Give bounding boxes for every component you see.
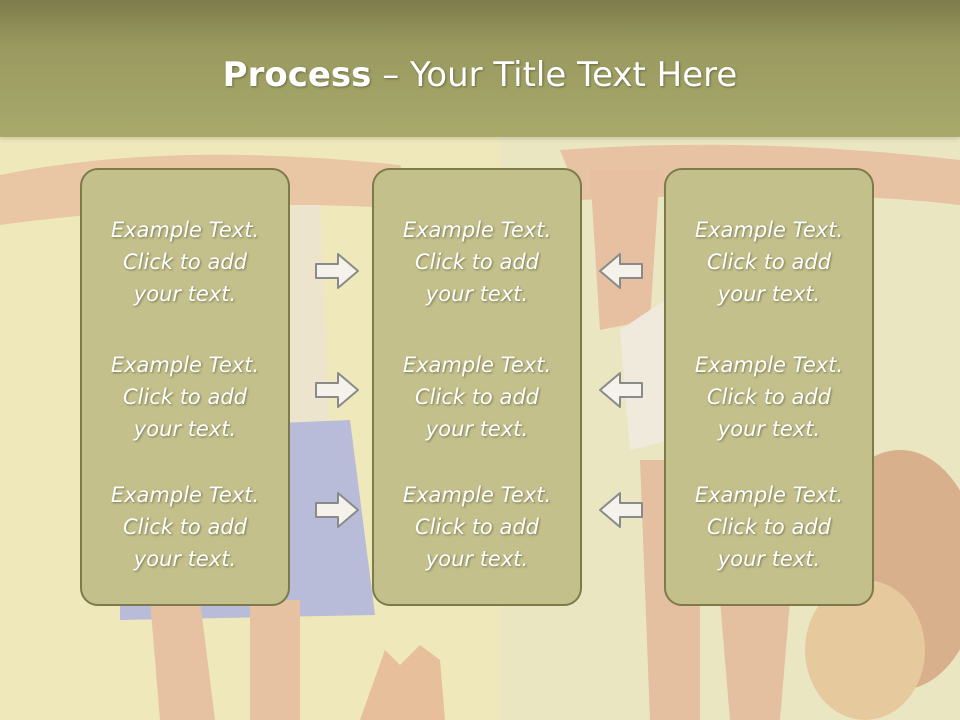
text-line: Click to add [414,385,539,409]
text-line: your text. [717,417,821,441]
text-line: Click to add [706,385,831,409]
right-arrow-icon [314,370,360,410]
slide-title[interactable]: Process – Your Title Text Here [0,52,960,98]
title-bar [0,0,960,137]
process-box-right[interactable]: Example Text. Click to add your text. Ex… [664,168,874,606]
text-line: your text. [425,547,529,571]
text-block[interactable]: Example Text. Click to add your text. [82,214,288,310]
text-line: Example Text. [402,218,552,242]
text-line: your text. [133,282,237,306]
text-line: Example Text. [110,483,260,507]
text-block[interactable]: Example Text. Click to add your text. [374,349,580,445]
text-line: Click to add [122,385,247,409]
text-line: your text. [133,417,237,441]
process-box-left[interactable]: Example Text. Click to add your text. Ex… [80,168,290,606]
text-block[interactable]: Example Text. Click to add your text. [374,479,580,575]
process-box-center[interactable]: Example Text. Click to add your text. Ex… [372,168,582,606]
text-line: your text. [717,547,821,571]
title-text: Your Title Text Here [410,55,738,95]
text-line: Example Text. [402,483,552,507]
text-block[interactable]: Example Text. Click to add your text. [666,214,872,310]
text-block[interactable]: Example Text. Click to add your text. [82,349,288,445]
text-line: Click to add [122,250,247,274]
text-line: Example Text. [402,353,552,377]
text-line: your text. [425,417,529,441]
text-line: Click to add [706,515,831,539]
text-line: Click to add [414,250,539,274]
text-block[interactable]: Example Text. Click to add your text. [666,349,872,445]
text-block[interactable]: Example Text. Click to add your text. [82,479,288,575]
left-arrow-icon [598,251,644,291]
text-block[interactable]: Example Text. Click to add your text. [666,479,872,575]
text-line: Example Text. [694,353,844,377]
text-line: your text. [717,282,821,306]
text-line: Click to add [414,515,539,539]
text-line: your text. [133,547,237,571]
text-line: Click to add [706,250,831,274]
text-line: Example Text. [694,483,844,507]
text-block[interactable]: Example Text. Click to add your text. [374,214,580,310]
right-arrow-icon [314,490,360,530]
title-bold: Process [222,55,372,95]
text-line: your text. [425,282,529,306]
left-arrow-icon [598,490,644,530]
text-line: Click to add [122,515,247,539]
left-arrow-icon [598,370,644,410]
title-dash: – [371,55,411,95]
text-line: Example Text. [694,218,844,242]
text-line: Example Text. [110,353,260,377]
text-line: Example Text. [110,218,260,242]
right-arrow-icon [314,251,360,291]
